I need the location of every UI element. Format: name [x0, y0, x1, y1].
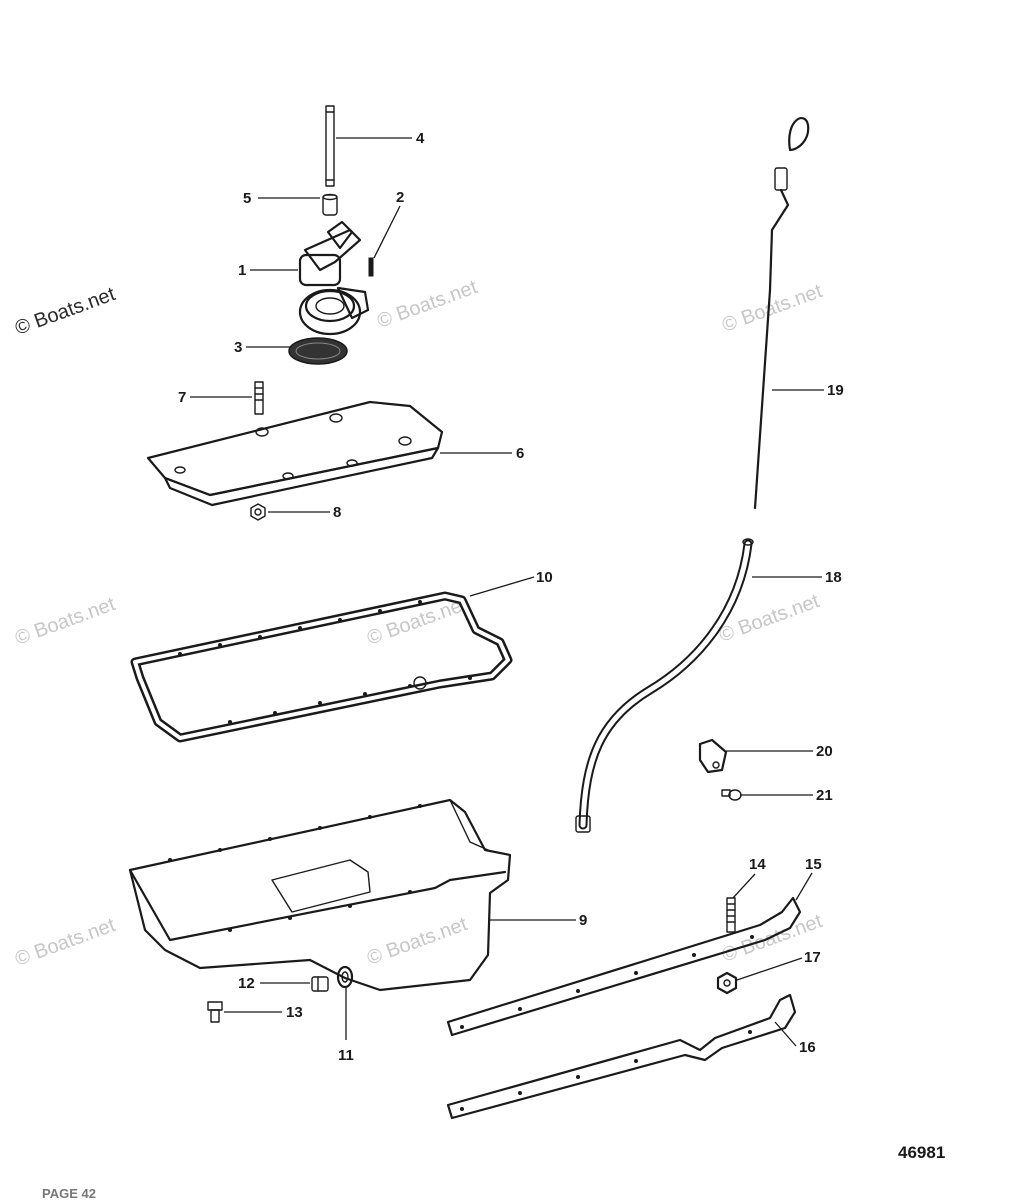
part-pin — [368, 257, 374, 277]
watermark: © Boats.net — [12, 593, 118, 650]
part-pump-shaft — [325, 105, 335, 187]
callout-1: 1 — [238, 262, 246, 279]
part-oil-pan-gasket — [130, 591, 513, 743]
part-dipstick-tube — [575, 538, 754, 833]
callout-6: 6 — [516, 445, 524, 462]
part-screw — [721, 789, 742, 801]
callout-19: 19 — [827, 382, 844, 399]
part-stud — [254, 381, 264, 415]
leader-lines — [190, 137, 824, 1047]
part-drain-plug — [311, 976, 329, 992]
callout-10: 10 — [536, 569, 553, 586]
callout-7: 7 — [178, 389, 186, 406]
part-windage-tray — [146, 400, 444, 507]
gasket-bolt-holes — [178, 600, 472, 724]
watermark: © Boats.net — [374, 276, 480, 333]
part-side-gasket-upper — [446, 896, 802, 1037]
part-pickup-screen — [288, 337, 348, 365]
callout-18: 18 — [825, 569, 842, 586]
callout-3: 3 — [234, 339, 242, 356]
part-oil-pump — [298, 220, 370, 336]
callout-12: 12 — [238, 975, 255, 992]
callout-8: 8 — [333, 504, 341, 521]
callout-5: 5 — [243, 190, 251, 207]
watermarks: © Boats.net © Boats.net © Boats.net © Bo… — [12, 276, 825, 971]
side-gasket-lower-holes — [460, 1030, 752, 1111]
watermark: © Boats.net — [719, 280, 825, 337]
callout-16: 16 — [799, 1039, 816, 1056]
part-side-gasket-lower — [446, 993, 797, 1120]
callout-2: 2 — [396, 189, 404, 206]
callout-4: 4 — [416, 130, 425, 147]
page-footer-left: PAGE 42 — [42, 1186, 96, 1200]
part-nut — [250, 503, 266, 521]
part-washer — [336, 965, 354, 989]
part-sleeve — [322, 193, 338, 216]
part-oil-pan — [128, 798, 512, 992]
callout-11: 11 — [338, 1047, 354, 1064]
part-clip — [698, 738, 728, 774]
part-seal-nut — [716, 971, 738, 995]
callout-15: 15 — [805, 856, 822, 873]
callout-9: 9 — [579, 912, 587, 929]
part-bolt — [207, 1001, 223, 1023]
part-dipstick — [753, 117, 810, 510]
watermark-dark: © Boats.net — [12, 283, 118, 340]
watermark: © Boats.net — [364, 913, 470, 970]
callout-21: 21 — [816, 787, 833, 804]
side-gasket-upper-holes — [460, 935, 754, 1029]
callout-17: 17 — [804, 949, 821, 966]
part-seal-stud — [726, 897, 736, 933]
callout-20: 20 — [816, 743, 833, 760]
callout-13: 13 — [286, 1004, 303, 1021]
pan-bolt-holes — [168, 804, 422, 932]
document-number: 46981 — [898, 1143, 945, 1162]
callout-14: 14 — [749, 856, 766, 873]
callouts: 4 5 2 1 3 7 6 8 10 9 11 12 13 19 18 20 2… — [178, 130, 844, 1064]
watermark: © Boats.net — [12, 914, 118, 971]
